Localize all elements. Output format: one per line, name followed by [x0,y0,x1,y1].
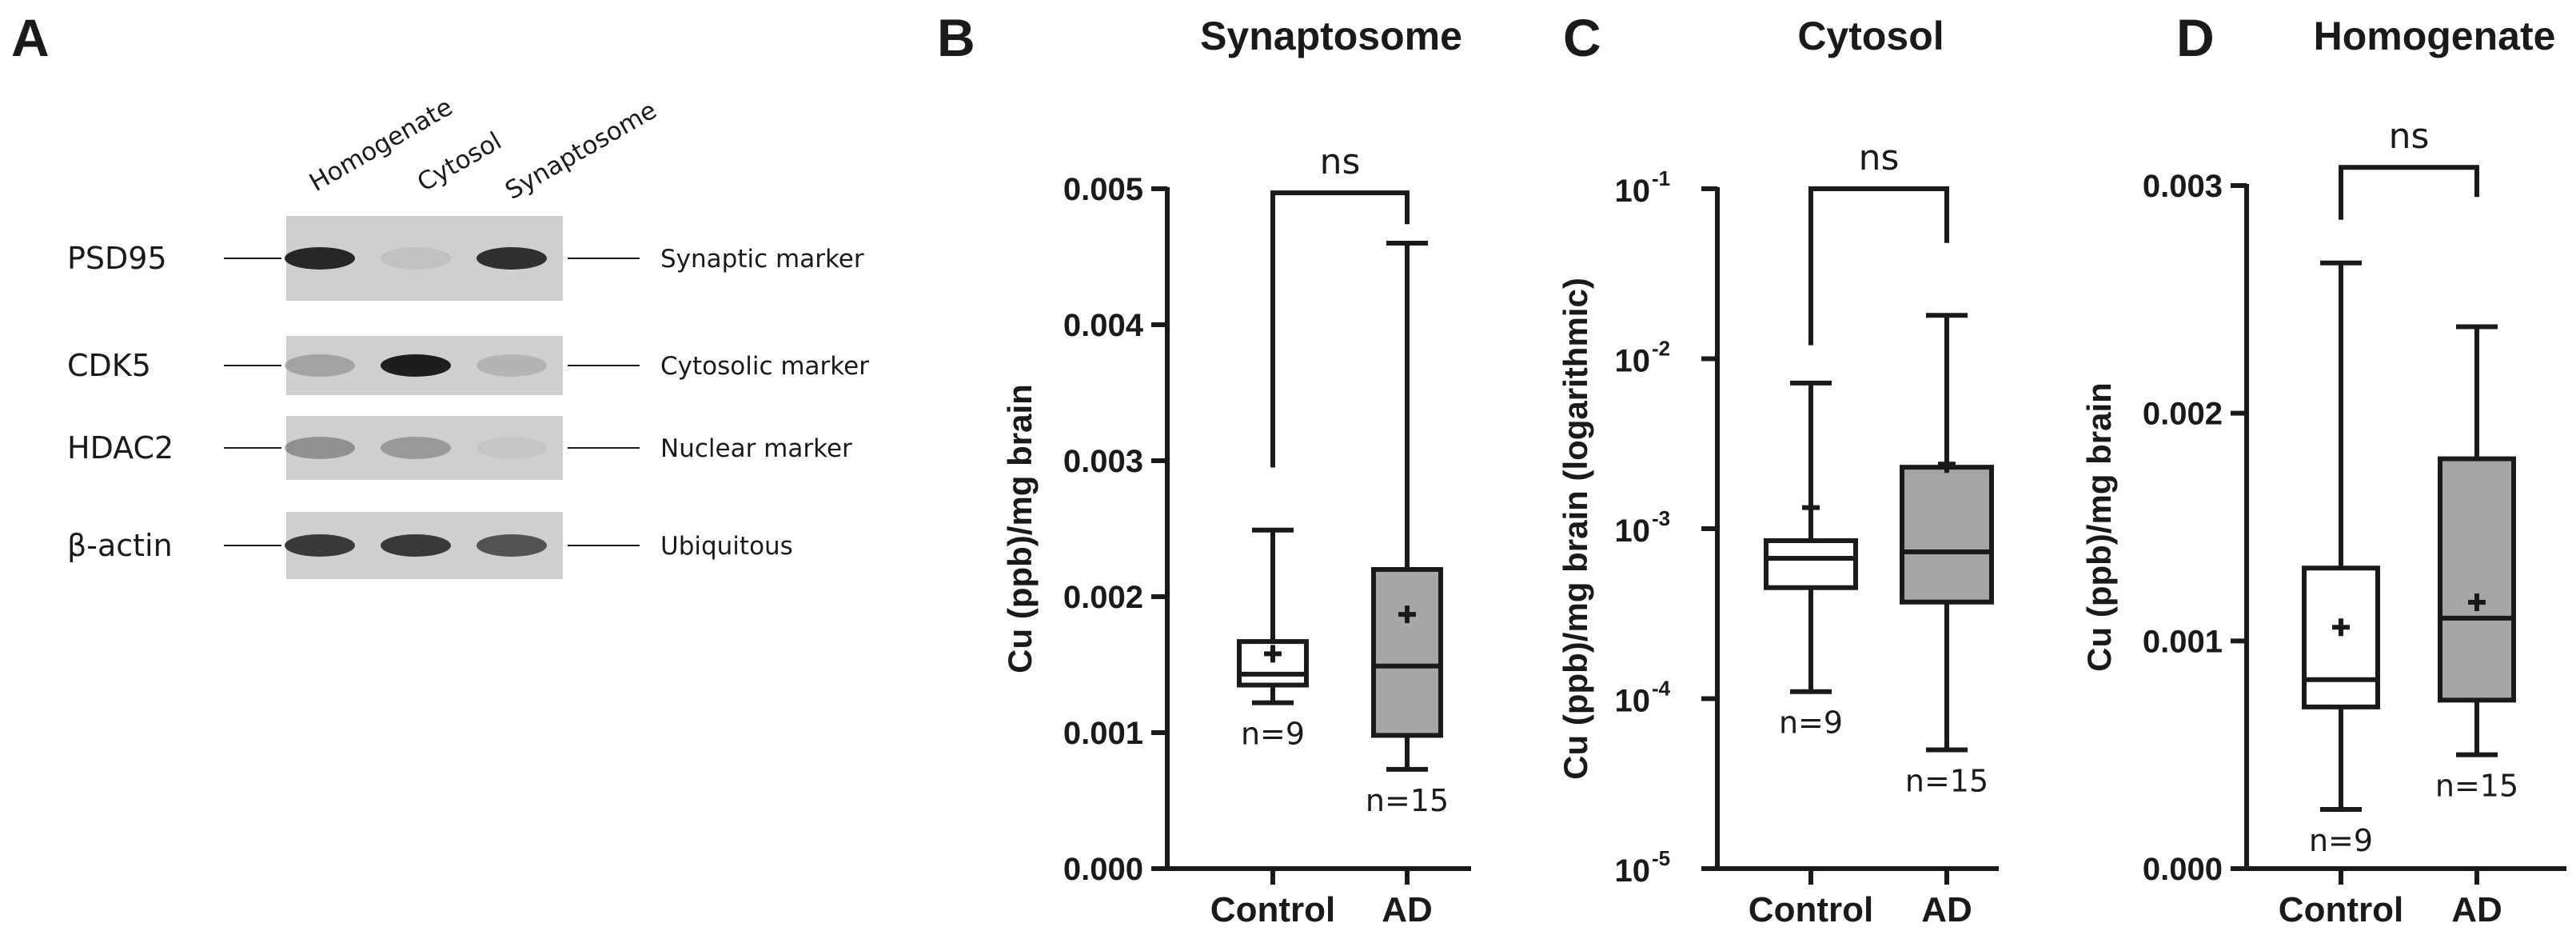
blot-band [477,534,547,557]
panel-letter: C [1563,8,1601,67]
blot-lane-label: Cytosol [413,126,506,198]
significance-bracket [2339,165,2479,220]
mean-marker [2468,593,2486,611]
y-tick-label: 0.000 [2143,852,2223,887]
blot-strip [286,416,563,480]
y-tick-label: 0.005 [1063,172,1143,207]
y-tick-label: 0.001 [2143,624,2223,659]
mean-marker [1802,498,1820,517]
n-label: n=15 [1905,763,1988,798]
significance-label: ns [1320,142,1361,182]
blot-protein-label: PSD95 [67,241,167,276]
significance-label: ns [1859,138,1900,178]
box-plot-control: n=9 [1764,380,1858,741]
y-tick-label: 0.001 [1063,716,1143,751]
significance-label: ns [2389,116,2430,157]
chart-synaptosome: B Synaptosome Cu (ppb)/mg brain 0.000 0.001 0… [937,8,1471,929]
y-tick-label-exponent: -4 [1652,677,1671,701]
box-plot-control: n=9 [1237,527,1309,752]
y-tick-label-base: 10 [1615,344,1651,379]
chart-title: Synaptosome [1200,14,1462,58]
mean-marker [1264,645,1282,663]
y-tick-label: 0.003 [1063,444,1143,479]
blot-band [381,437,451,459]
x-tick-label: AD [1382,890,1433,929]
chart-cytosol: C Cytosol Cu (ppb)/mg brain (logarithmic) 1… [1557,8,1999,929]
blot-band [285,534,355,557]
y-axis-title: Cu (ppb)/mg brain [1001,384,1039,673]
mean-marker [1938,455,1956,474]
x-tick-label: AD [2451,890,2502,929]
mean-marker [1398,605,1416,624]
panel-letter: D [2176,8,2215,67]
y-tick-label-exponent: -2 [1652,337,1670,361]
chart-title: Cytosol [1797,14,1944,58]
blot-band [381,534,451,557]
y-tick-label: 0.002 [1063,580,1143,615]
y-tick-label-exponent: -3 [1652,506,1670,530]
blot-band [477,247,547,270]
y-tick-label: 0.004 [1063,308,1144,343]
x-tick-label: Control [1210,890,1335,929]
blot-band [477,354,547,377]
blot-row: β-actin Ubiquitous [67,512,793,579]
chart-homogenate: D Homogenate Cu (ppb)/mg brain 0.000 0.001 0.… [2080,8,2566,929]
y-tick-label-base: 10 [1615,853,1651,889]
n-label: n=15 [2435,769,2518,804]
y-tick-label: 0.002 [2143,397,2223,432]
blot-marker-label: Nuclear marker [660,434,852,463]
blot-lane-label: Synaptosome [500,96,661,206]
significance-bracket [1808,186,1949,346]
y-tick-label-exponent: -1 [1652,166,1670,190]
blot-band [285,354,355,377]
blot-marker-label: Ubiquitous [660,532,793,561]
y-tick-label-exponent: -5 [1652,846,1670,870]
blot-protein-label: HDAC2 [67,430,173,466]
y-tick-label: 0.000 [1063,852,1143,887]
n-label: n=9 [2309,823,2373,858]
box-plot-ad: n=15 [2435,324,2518,804]
box-plot-ad: n=15 [1366,241,1449,818]
mean-marker [2332,618,2350,637]
box-plot-ad: n=15 [1900,313,1994,798]
blot-marker-label: Cytosolic marker [660,352,869,381]
blot-protein-label: CDK5 [67,348,151,383]
blot-band [285,437,355,459]
panel-letter-a: A [11,8,50,67]
blot-marker-label: Synaptic marker [660,245,864,274]
y-tick-label-base: 10 [1615,684,1651,719]
blot-row: HDAC2 Nuclear marker [67,416,852,480]
n-label: n=15 [1366,783,1449,818]
box-iqr [1371,567,1443,738]
significance-bracket [1270,190,1410,468]
box-iqr [2302,565,2380,709]
x-tick-label: Control [2279,890,2403,929]
blot-protein-label: β-actin [67,528,173,563]
blot-band [381,247,451,270]
y-tick-label: 0.003 [2143,169,2223,204]
box-plot-control: n=9 [2302,260,2380,858]
blot-band [477,437,547,459]
x-tick-label: Control [1749,890,1873,929]
blot-band [285,247,355,270]
n-label: n=9 [1241,717,1305,752]
box-iqr [2438,456,2516,703]
box-iqr [1900,465,1994,605]
box-iqr [1764,537,1858,590]
blot-band [381,354,451,377]
x-tick-label: AD [1921,890,1972,929]
panel-letter: B [937,8,975,67]
y-axis-title: Cu (ppb)/mg brain (logarithmic) [1557,278,1594,780]
chart-title: Homogenate [2314,14,2556,58]
blot-row: PSD95 Synaptic marker [67,216,864,301]
blot-row: CDK5 Cytosolic marker [67,336,869,395]
y-tick-label-base: 10 [1615,513,1651,549]
y-tick-label-base: 10 [1615,174,1651,209]
y-axis-title: Cu (ppb)/mg brain [2080,382,2118,672]
n-label: n=9 [1779,705,1843,741]
